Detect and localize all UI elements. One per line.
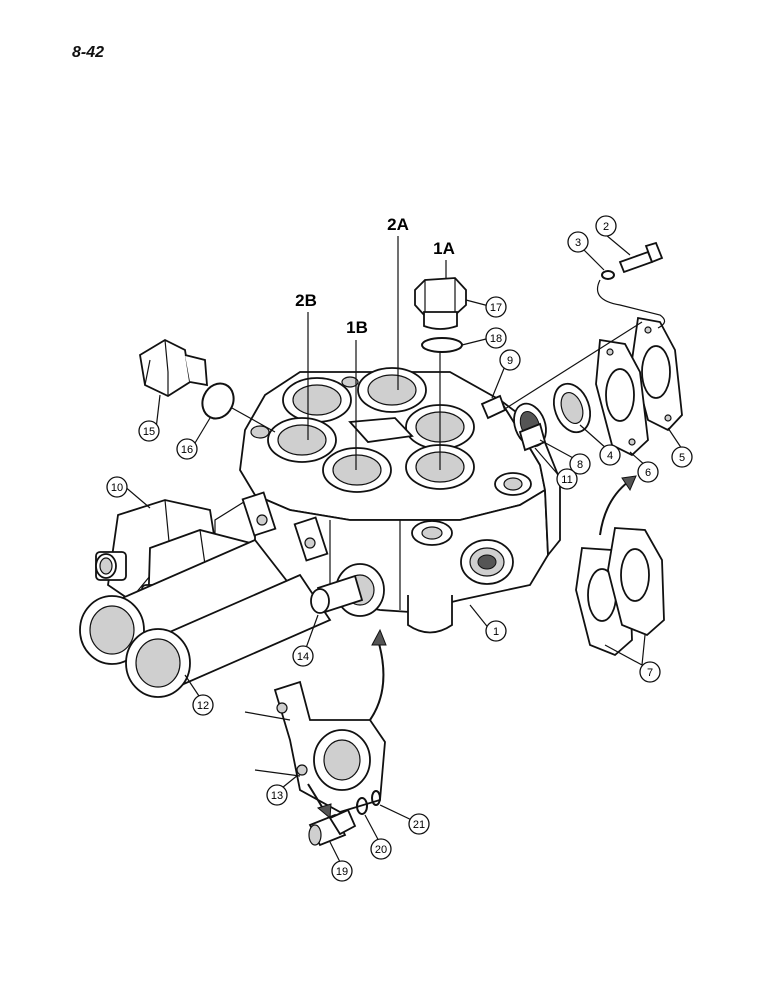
callout-18: 18: [485, 327, 507, 349]
washer-3: [601, 270, 615, 280]
callout-15: 15: [138, 420, 160, 442]
svg-text:13: 13: [271, 790, 283, 802]
gasket-6: [595, 338, 649, 457]
callout-9: 9: [499, 349, 521, 371]
plug-17: [414, 277, 467, 330]
port-label-1a: 1A: [433, 239, 455, 258]
spool-tubes: [79, 491, 332, 698]
page-number: 8-42: [72, 44, 105, 61]
callout-20: 20: [370, 838, 392, 860]
svg-text:11: 11: [561, 474, 572, 486]
bolt-19: [308, 808, 357, 847]
callout-11: 11: [556, 468, 578, 490]
svg-text:18: 18: [490, 333, 502, 345]
svg-text:3: 3: [575, 237, 581, 249]
callout-3: 3: [567, 231, 589, 253]
arrow-14: [369, 639, 385, 721]
mount-bracket-9: [480, 394, 507, 420]
callout-7: 7: [639, 661, 661, 683]
o-ring-20: [356, 797, 368, 815]
port-label-2b: 2B: [295, 291, 317, 310]
svg-text:16: 16: [181, 444, 193, 456]
svg-text:2: 2: [603, 221, 609, 233]
svg-text:17: 17: [490, 302, 502, 314]
seal-4: [552, 382, 592, 434]
callout-21: 21: [408, 813, 430, 835]
svg-text:20: 20: [375, 844, 387, 856]
svg-text:19: 19: [336, 866, 348, 878]
svg-text:6: 6: [645, 467, 651, 479]
o-ring-16: [201, 382, 235, 420]
callout-4: 4: [599, 444, 621, 466]
callout-2: 2: [595, 215, 617, 237]
plug-15: [139, 338, 208, 398]
callout-6: 6: [637, 461, 659, 483]
svg-text:1: 1: [493, 626, 499, 638]
callout-13: 13: [266, 784, 288, 806]
svg-text:9: 9: [507, 355, 513, 367]
svg-text:21: 21: [413, 819, 425, 831]
port-label-1b: 1B: [346, 318, 368, 337]
callout-8: 8: [569, 453, 591, 475]
relief-valve: [310, 563, 385, 617]
svg-text:4: 4: [607, 450, 613, 462]
o-ring-21: [371, 790, 381, 806]
bolt-2: [618, 241, 664, 274]
svg-text:12: 12: [197, 700, 209, 712]
top-ports: [250, 367, 475, 493]
flange-13: [244, 680, 386, 813]
callout-12: 12: [192, 694, 214, 716]
o-ring-18: [421, 337, 463, 353]
callout-16: 16: [176, 438, 198, 460]
port-label-2a: 2A: [387, 215, 409, 234]
svg-text:14: 14: [297, 651, 309, 663]
svg-text:10: 10: [111, 482, 123, 494]
callout-10: 10: [106, 476, 128, 498]
svg-text:5: 5: [679, 452, 685, 464]
gasket-5: [631, 316, 683, 432]
svg-text:7: 7: [647, 667, 653, 679]
svg-text:8: 8: [577, 459, 583, 471]
callout-19: 19: [331, 860, 353, 882]
callout-1: 1: [485, 620, 507, 642]
callout-5: 5: [671, 446, 693, 468]
callout-14: 14: [292, 645, 314, 667]
arrow-7: [599, 481, 629, 536]
svg-text:15: 15: [143, 426, 155, 438]
gasket-set-7: [575, 527, 665, 657]
callout-17: 17: [485, 296, 507, 318]
mount-bracket-11: [518, 422, 547, 452]
